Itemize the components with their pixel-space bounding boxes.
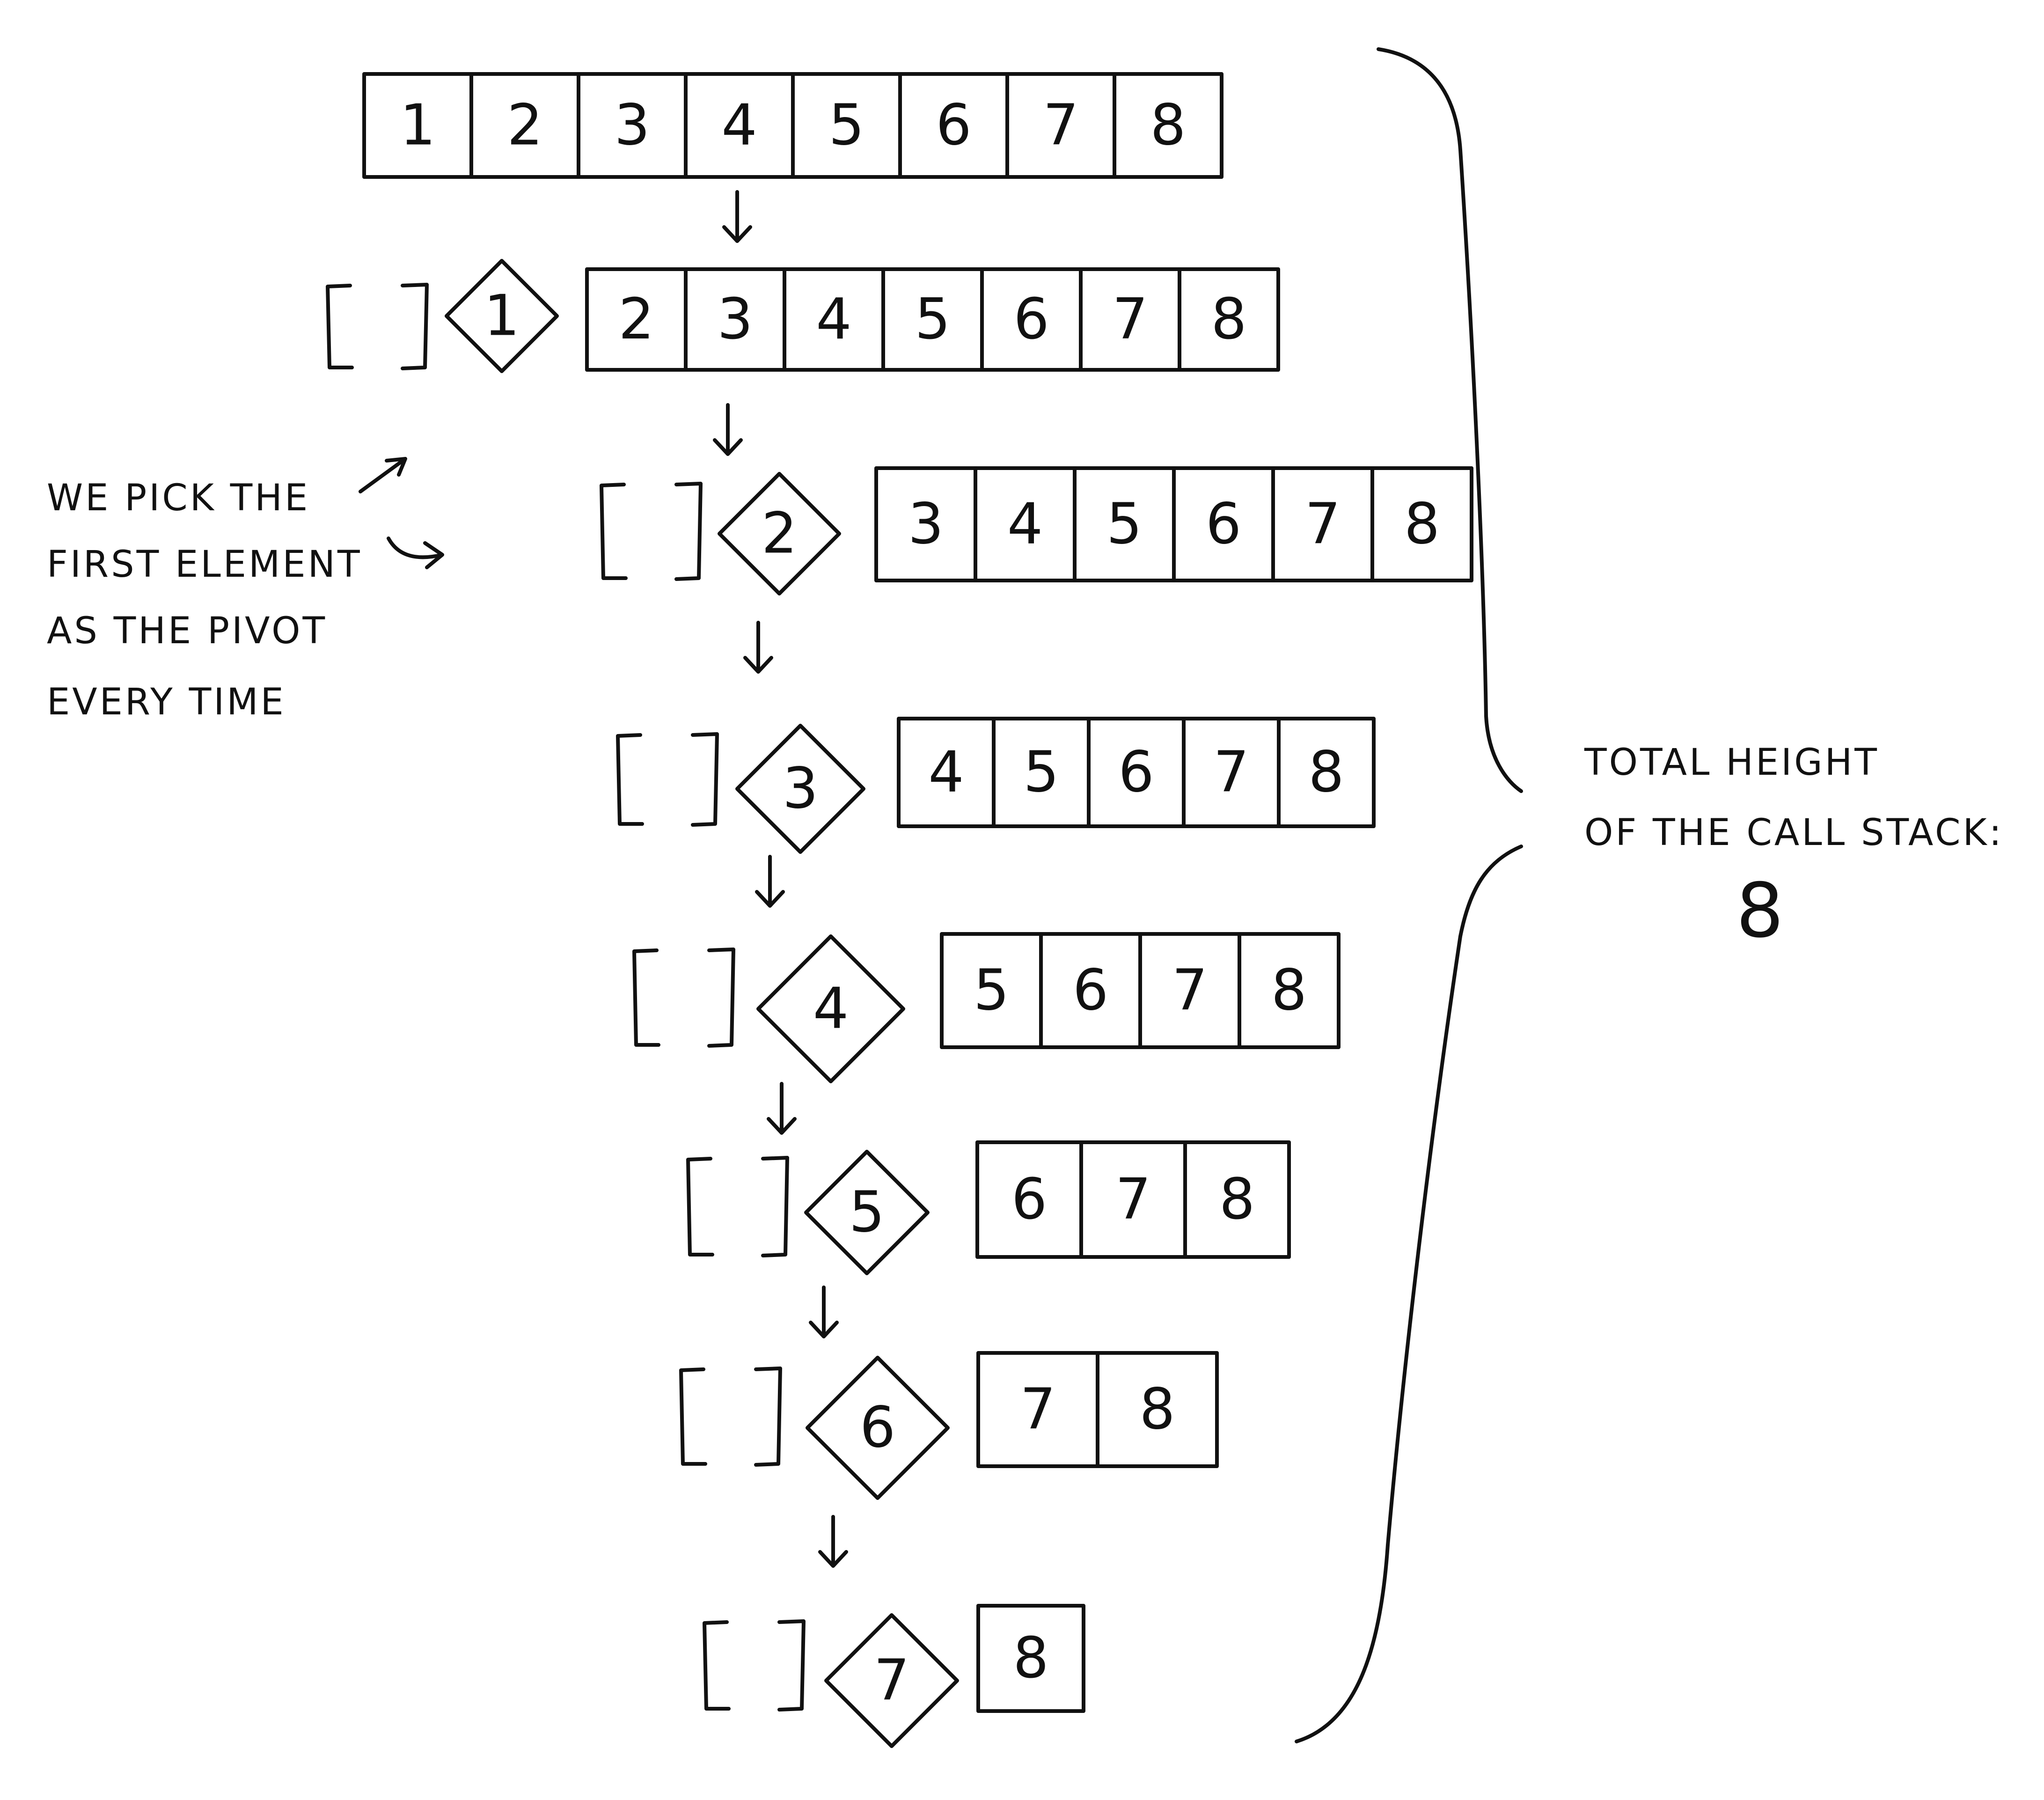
array-cell-value: 6 <box>1073 958 1108 1023</box>
array-cell-value: 5 <box>915 287 950 352</box>
array-cell-value: 8 <box>1404 492 1440 557</box>
empty-array-left-bracket <box>632 948 660 1047</box>
array-cell-value: 5 <box>974 958 1009 1023</box>
down-arrow-icon <box>743 621 773 674</box>
array-cell-value: 7 <box>1043 93 1078 158</box>
pivot-diamond <box>718 472 841 595</box>
empty-array-left-bracket <box>600 483 628 580</box>
array-cell-value: 8 <box>1150 93 1186 158</box>
empty-array-left-bracket <box>616 733 644 826</box>
down-arrow-icon <box>767 1082 797 1135</box>
pivot-value: 7 <box>874 1648 909 1713</box>
array-cell-value: 7 <box>1112 287 1148 352</box>
empty-array-left-bracket <box>686 1157 714 1256</box>
down-arrow-icon <box>818 1515 848 1568</box>
pivot-value: 6 <box>860 1396 895 1461</box>
level-7: 6 7 8 <box>679 1286 1219 1500</box>
pivot-value: 4 <box>813 977 849 1042</box>
brace-upper <box>1377 47 1523 793</box>
array-outline <box>975 1140 1291 1259</box>
total-line-1: TOTAL HEIGHT <box>1584 742 1879 784</box>
pivot-value: 5 <box>849 1180 885 1245</box>
pivot-diamond <box>735 724 865 854</box>
array-cell-value: 8 <box>1139 1377 1175 1442</box>
pivot-diamond <box>824 1613 959 1748</box>
array-cell-value: 8 <box>1211 287 1246 352</box>
array-cell-value: 4 <box>816 287 851 352</box>
array-cell-value: 7 <box>1020 1377 1055 1442</box>
annotation-arrow-right-icon <box>387 536 444 569</box>
array-cell-value: 5 <box>1023 740 1059 805</box>
total-value: 8 <box>1736 867 1784 955</box>
array-cell-value: 6 <box>936 93 971 158</box>
empty-array-left-bracket <box>703 1620 731 1711</box>
array-cell-value: 6 <box>1013 287 1049 352</box>
array-cell-value: 8 <box>1219 1167 1255 1232</box>
array-cell-value: 7 <box>1172 958 1208 1023</box>
pivot-annotation: WE PICK THE FIRST ELEMENT AS THE PIVOT E… <box>47 457 444 723</box>
array-cell-value: 5 <box>1106 492 1142 557</box>
empty-array-left-bracket <box>326 284 354 369</box>
empty-array-right-bracket <box>674 482 703 581</box>
down-arrow-icon <box>722 190 752 243</box>
down-arrow-icon <box>809 1286 839 1338</box>
array-outline <box>976 1604 1085 1713</box>
array-cell-value: 7 <box>1213 740 1249 805</box>
empty-array-left-bracket <box>679 1367 707 1466</box>
total-line-2: OF THE CALL STACK: <box>1584 812 2004 854</box>
array-cell-value: 4 <box>928 740 964 805</box>
call-stack-brace <box>1295 47 1523 1743</box>
empty-array-right-bracket <box>691 732 719 827</box>
array-cell-value: 3 <box>614 93 650 158</box>
pivot-diamond <box>445 259 559 373</box>
array-cell-value: 6 <box>1206 492 1241 557</box>
empty-array-right-bracket <box>754 1367 782 1467</box>
array-cell-value: 8 <box>1271 958 1307 1023</box>
annotation-line-1: WE PICK THE <box>47 477 310 519</box>
empty-array-right-bracket <box>401 283 429 370</box>
empty-array-right-bracket <box>761 1156 789 1257</box>
array-cell-value: 3 <box>717 287 753 352</box>
array-cell-value: 6 <box>1118 740 1154 805</box>
array-cell-value: 5 <box>828 93 864 158</box>
pivot-diamond <box>756 934 905 1083</box>
array-cell-value: 8 <box>1013 1626 1048 1691</box>
level-6: 5 6 7 8 <box>686 1082 1291 1275</box>
array-cell-value: 4 <box>721 93 757 158</box>
array-cell-value: 7 <box>1305 492 1341 557</box>
empty-array-right-bracket <box>777 1619 806 1712</box>
level-1: 1 2 3 4 5 6 7 8 <box>362 72 1223 179</box>
array-cell-value: 1 <box>400 93 435 158</box>
array-cell-value: 7 <box>1115 1167 1151 1232</box>
pivot-diamond <box>806 1356 950 1500</box>
down-arrow-icon <box>755 855 785 908</box>
array-cell-value: 4 <box>1007 492 1043 557</box>
pivot-diamond <box>804 1150 930 1275</box>
annotation-arrow-up-icon <box>359 457 407 493</box>
array-outline <box>897 717 1376 828</box>
pivot-value: 2 <box>762 501 797 566</box>
annotation-line-2: FIRST ELEMENT <box>47 544 362 586</box>
array-outline <box>585 267 1280 372</box>
annotation-line-3: AS THE PIVOT <box>47 610 327 652</box>
array-cell-value: 2 <box>507 93 542 158</box>
pivot-value: 3 <box>783 757 818 822</box>
total-height-label: TOTAL HEIGHT OF THE CALL STACK: 8 <box>1584 742 2004 955</box>
array-cell-value: 3 <box>908 492 944 557</box>
empty-array-right-bracket <box>707 948 735 1048</box>
down-arrow-icon <box>713 403 743 456</box>
annotation-line-4: EVERY TIME <box>47 681 286 723</box>
brace-lower <box>1295 845 1523 1743</box>
array-cell-value: 2 <box>618 287 654 352</box>
array-cell-value: 8 <box>1308 740 1344 805</box>
pivot-value: 1 <box>484 284 520 349</box>
array-cell-value: 6 <box>1011 1167 1047 1232</box>
